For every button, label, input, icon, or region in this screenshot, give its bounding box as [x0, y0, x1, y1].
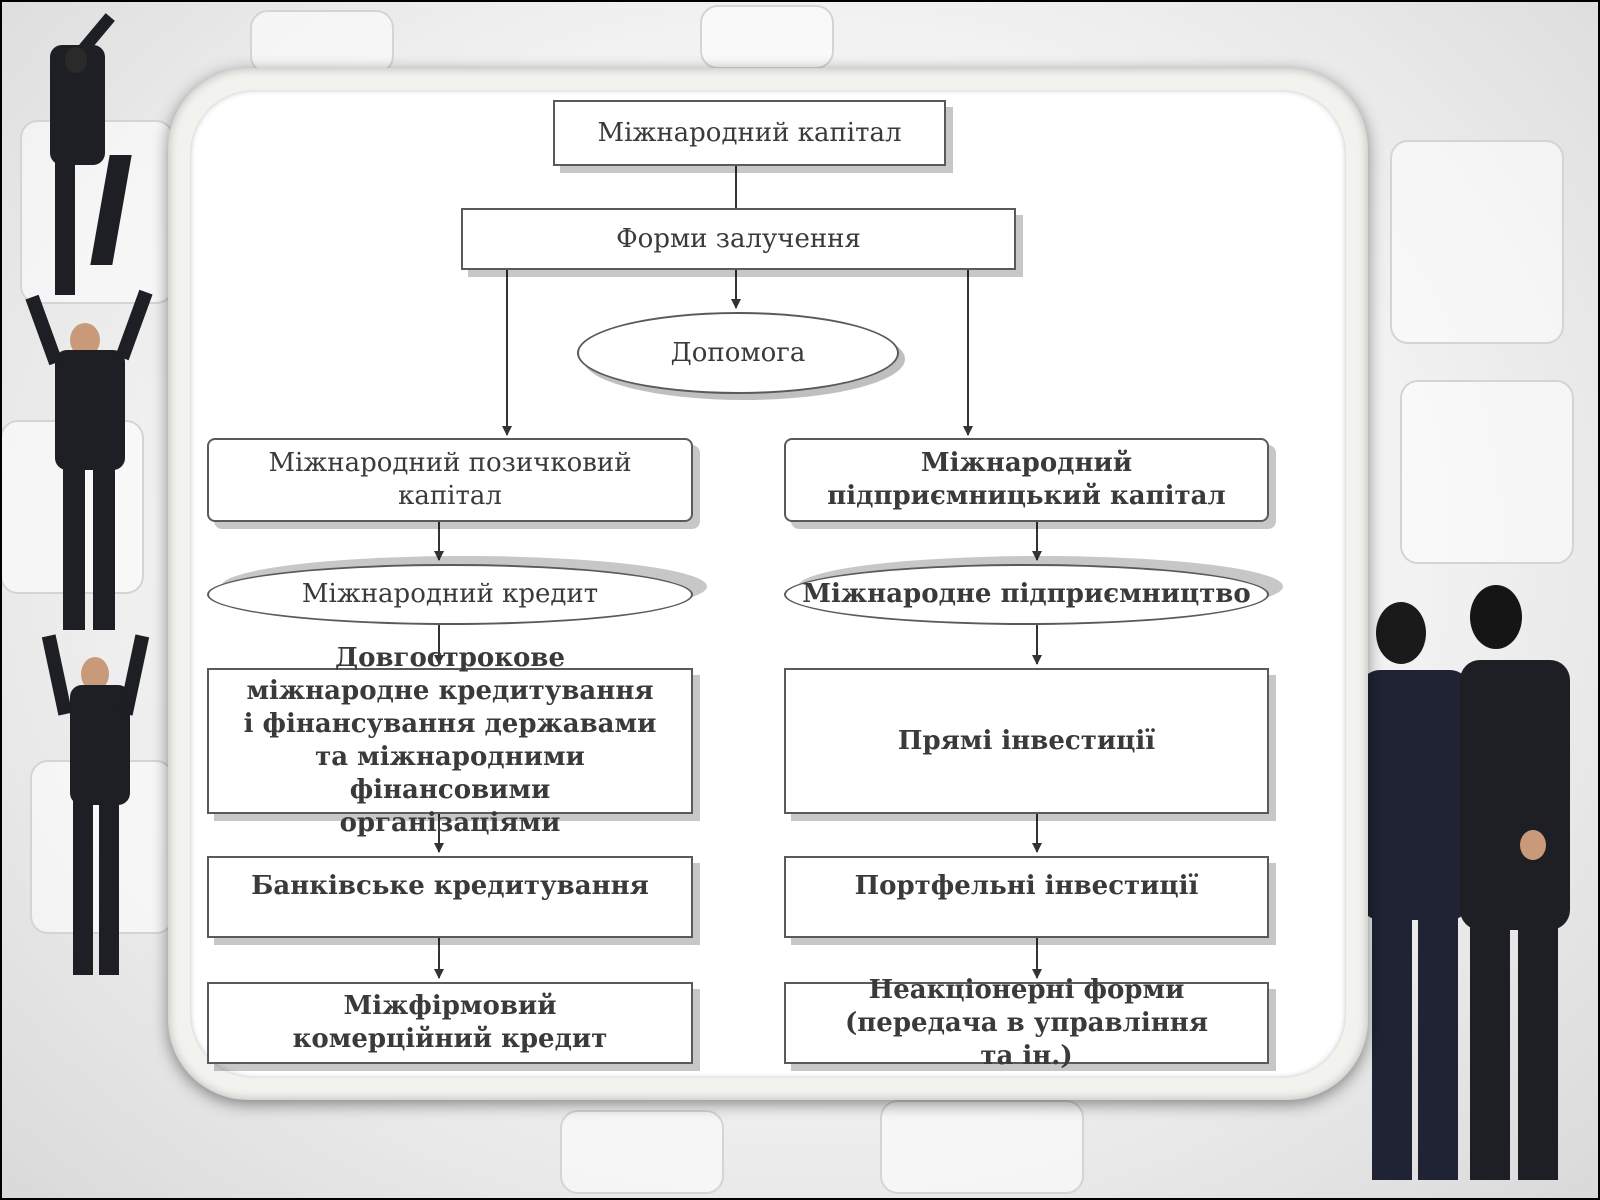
node-long-term-lending: Довгострокове міжнародне кредитування і … [207, 643, 693, 838]
puzzle-piece [560, 1110, 724, 1194]
puzzle-piece [700, 5, 834, 69]
node-direct-investment: Прямі інвестиції [784, 668, 1269, 814]
node-interfirm-commercial-credit: Міжфірмовий комерційний кредит [207, 982, 693, 1064]
businessmen-illustration [1360, 580, 1600, 1200]
node-aid: Допомога [577, 312, 899, 394]
puzzle-piece [1400, 380, 1574, 564]
node-international-credit: Міжнародний кредит [207, 564, 693, 625]
puzzle-piece [1390, 140, 1564, 344]
climbing-people-illustration [15, 5, 175, 1005]
node-international-capital: Міжнародний капітал [553, 100, 946, 166]
node-portfolio-investment: Портфельні інвестиції [784, 856, 1269, 938]
node-international-entrepreneurship: Міжнародне підприємництво [784, 564, 1269, 625]
puzzle-piece [880, 1100, 1084, 1194]
node-entrepreneurial-capital: Міжнародний підприємницький капітал [784, 438, 1269, 522]
node-bank-lending: Банківське кредитування [207, 856, 693, 938]
node-loan-capital: Міжнародний позичковий капітал [207, 438, 693, 522]
node-attraction-forms: Форми залучення [461, 208, 1016, 270]
